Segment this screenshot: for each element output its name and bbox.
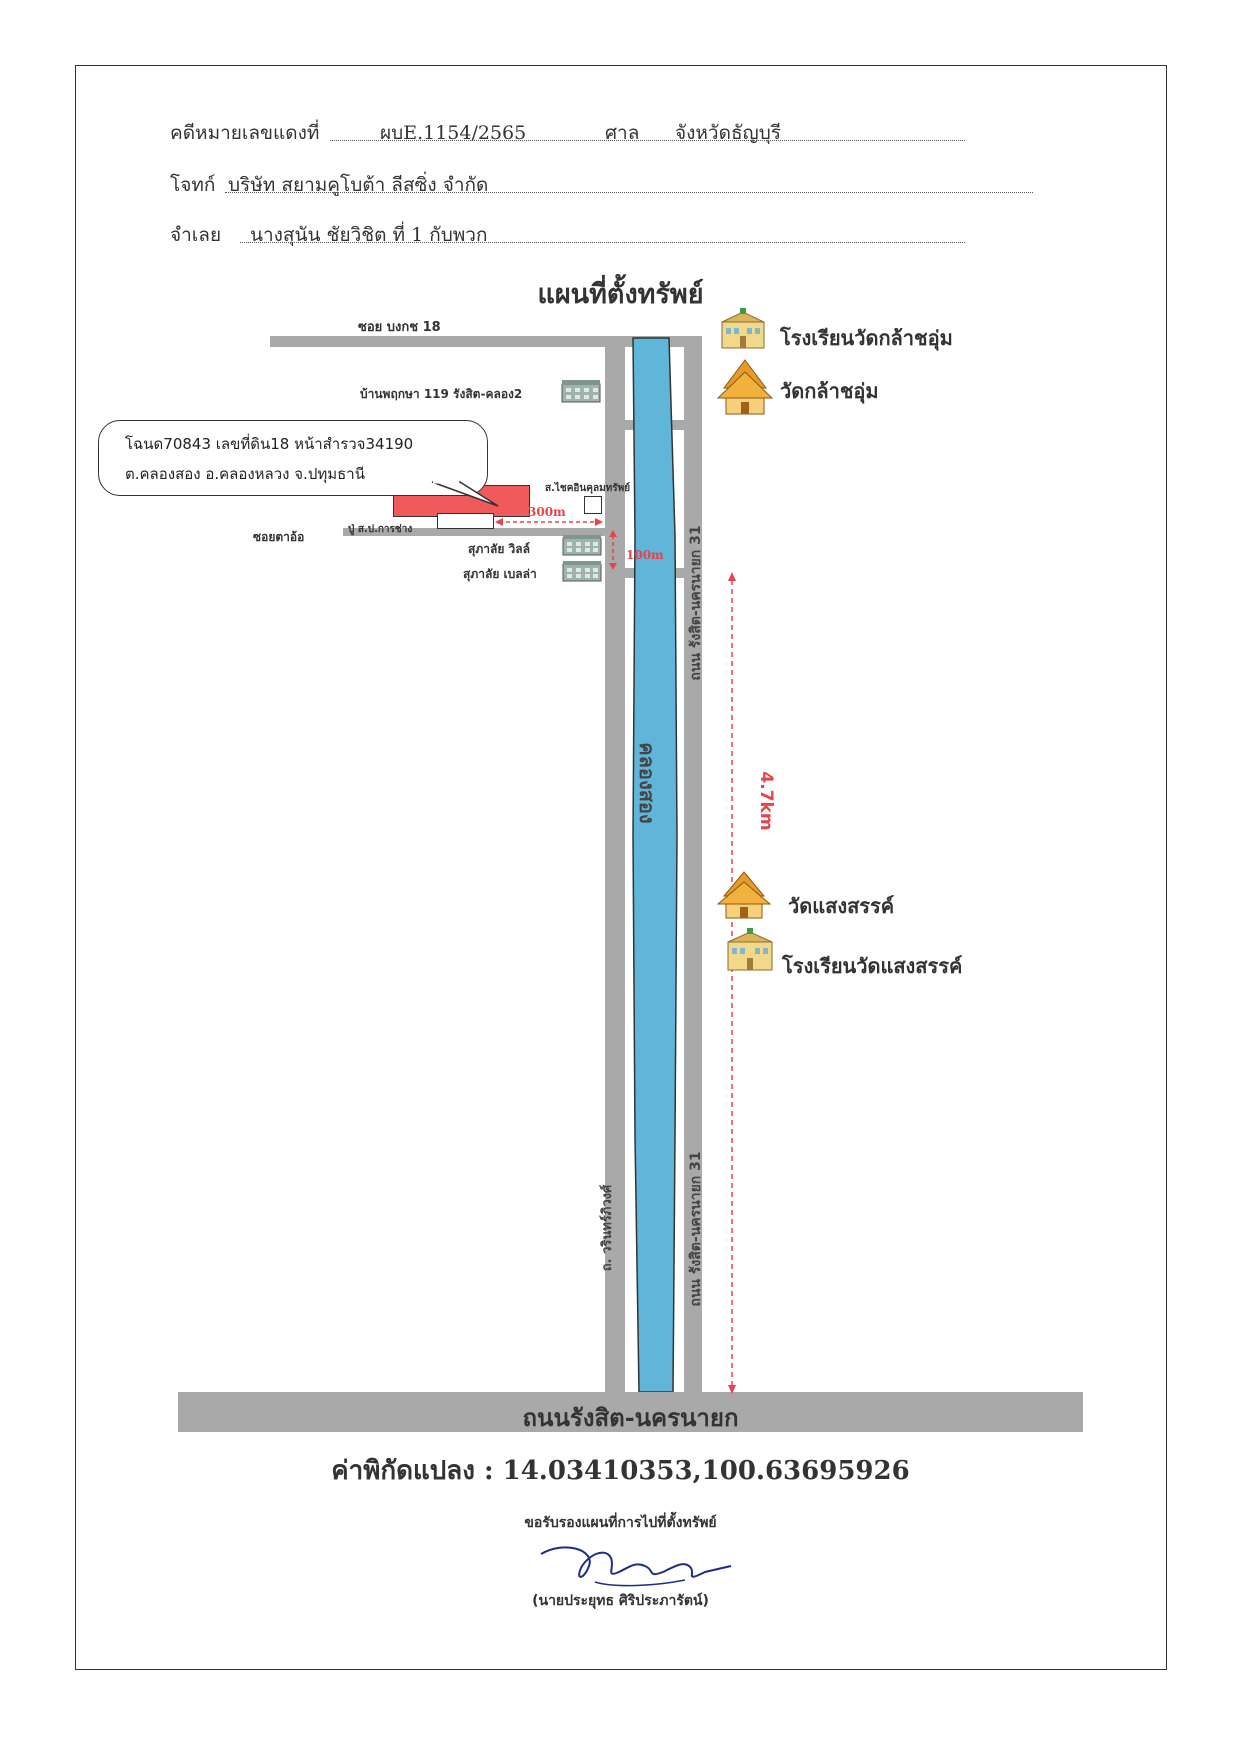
callout-line-2: ต.คลองสอง อ.คลองหลวง จ.ปทุมธานี (125, 465, 365, 483)
apartment-1-label: สุภาลัย วิลล์ (468, 542, 530, 556)
top-road (270, 336, 702, 347)
case-label: คดีหมายเลขแดงที่ (170, 122, 320, 144)
plaintiff-dotted-line (225, 192, 1033, 193)
distance-4-7km-arrow (728, 572, 736, 1394)
signature (540, 1546, 732, 1587)
right-road-top-label: ถนน รังสิต-นครนายก 31 (688, 525, 704, 681)
office-label: ปู่ ส.ป.การช่าง (348, 524, 413, 535)
top-road-label: ซอย บงกช 18 (358, 320, 441, 335)
right-canal-road (684, 336, 702, 1398)
village-building-icon (561, 380, 601, 403)
plaintiff-label: โจทก์ (170, 174, 216, 196)
defendant-dotted-line (240, 242, 965, 243)
parcel-coordinates: ค่าพิกัดแปลง : 14.03410353,100.63695926 (331, 1456, 910, 1486)
temple-1-label: วัดกล้าชอุ่ม (780, 379, 879, 403)
distance-300m-arrow (495, 518, 603, 526)
school-icon (727, 928, 773, 971)
case-dotted-line (330, 140, 965, 141)
school-2-label: โรงเรียนวัดแสงสรรค์ (782, 954, 963, 978)
court-name: จังหวัดธัญบุรี (675, 122, 781, 144)
main-road-label: ถนนรังสิต-นครนายก (522, 1403, 739, 1432)
distance-300m-label: 300m (528, 505, 566, 519)
temple-2-label: วัดแสงสรรค์ (788, 894, 895, 918)
distance-100m-arrow (609, 530, 617, 570)
right-road-bottom-label: ถนน รังสิต-นครนายก 31 (688, 1151, 704, 1307)
temple-icon (716, 359, 774, 415)
page-frame (75, 65, 1167, 1670)
office-building (437, 513, 494, 529)
defendant-label: จำเลย (170, 224, 222, 246)
temple-icon (716, 871, 772, 919)
shop-label: ส.ไชคอินคุลมทรัพย์ (545, 483, 631, 494)
distance-4-7km-label: 4.7km (756, 771, 776, 831)
school-1-label: โรงเรียนวัดกล้าชอุ่ม (780, 326, 953, 350)
village-label: บ้านพฤกษา 119 รังสิต-คลอง2 (360, 387, 523, 401)
plaintiff-name: บริษัท สยามคูโบต้า ลีสซิ่ง จำกัด (228, 174, 489, 196)
left-road-bottom-label: ถ. วรินทร์ภิวงศ์ (600, 1184, 615, 1272)
apartment-1-icon (562, 535, 602, 556)
side-road-label: ซอยตาอ้อ (253, 530, 305, 544)
map-title: แผนที่ตั้งทรัพย์ (537, 279, 704, 310)
side-road (343, 528, 605, 536)
signer-name: (นายประยุทธ ศิริประภารัตน์) (532, 1593, 709, 1609)
defendant-name: นางสุนัน ชัยวิชิต ที่ 1 กับพวก (250, 224, 488, 246)
apartment-2-icon (562, 561, 602, 582)
certification-text: ขอรับรองแผนที่การไปที่ตั้งทรัพย์ (524, 1515, 717, 1531)
callout-line-1: โฉนด70843 เลขที่ดิน18 หน้าสำรวจ34190 (125, 435, 414, 453)
left-canal-road (605, 336, 625, 1398)
main-road (178, 1392, 1083, 1432)
shop-building (584, 496, 602, 514)
callout-pointer (431, 480, 499, 507)
canal (632, 337, 678, 1392)
court-label: ศาล (605, 122, 640, 144)
distance-100m-label: 100m (626, 548, 664, 562)
canal-label: คลองสอง (635, 742, 659, 824)
parcel-callout: โฉนด70843 เลขที่ดิน18 หน้าสำรวจ34190 ต.ค… (98, 420, 488, 496)
school-icon (721, 308, 765, 349)
apartment-2-label: สุภาลัย เบลล่า (463, 567, 537, 581)
case-number: ผบE.1154/2565 (380, 122, 527, 144)
